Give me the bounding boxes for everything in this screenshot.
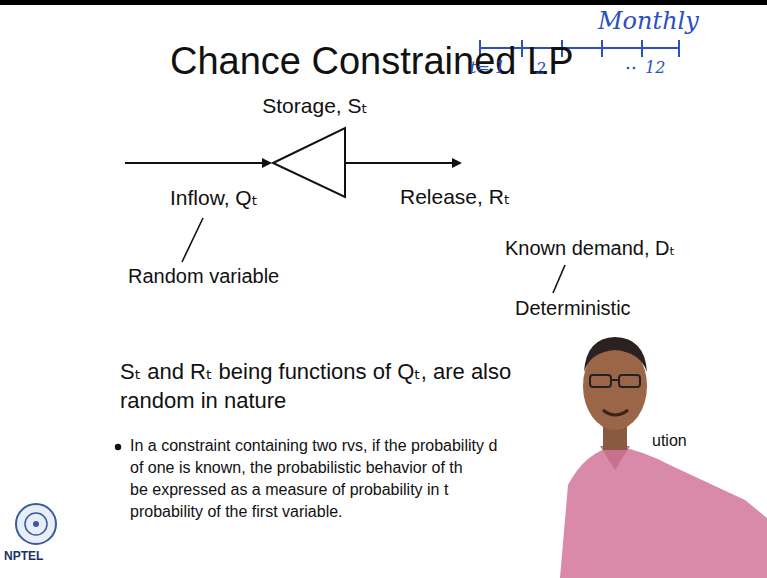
bullet bbox=[115, 444, 121, 450]
flow-label: Known demand, Dₜ bbox=[505, 237, 675, 260]
node-heading: Storage, Sₜ bbox=[254, 94, 376, 118]
reservoir-node: Storage, Sₜ bbox=[254, 94, 376, 204]
nptel-emblem bbox=[16, 504, 56, 544]
annotation: Random variable bbox=[128, 265, 279, 288]
presenter-figure bbox=[560, 337, 767, 578]
timeline-label: 2 bbox=[536, 60, 546, 78]
slide-title: Chance Constrained LP bbox=[170, 40, 573, 84]
flow-label: Release, Rₜ bbox=[400, 185, 510, 209]
bullet-text: In a constraint containing two rvs, if t… bbox=[130, 437, 497, 455]
flow-label: Inflow, Qₜ bbox=[170, 186, 258, 210]
timeline-label: 12 bbox=[645, 59, 665, 77]
bullet-text: ution bbox=[652, 432, 687, 450]
bullet-text: probability of the first variable. bbox=[130, 503, 343, 521]
body-text: Sₜ and Rₜ being functions of Qₜ, are als… bbox=[120, 358, 582, 415]
timeline-label: t= 1 bbox=[470, 59, 505, 77]
bullet-text: of one is known, the probabilistic behav… bbox=[130, 459, 463, 477]
handwritten-note: Monthly bbox=[598, 8, 699, 36]
bullet-text: be expressed as a measure of probability… bbox=[130, 481, 448, 499]
logo-text: NPTEL bbox=[4, 550, 43, 564]
annotation: Deterministic bbox=[515, 297, 631, 320]
top-bar bbox=[0, 0, 767, 5]
